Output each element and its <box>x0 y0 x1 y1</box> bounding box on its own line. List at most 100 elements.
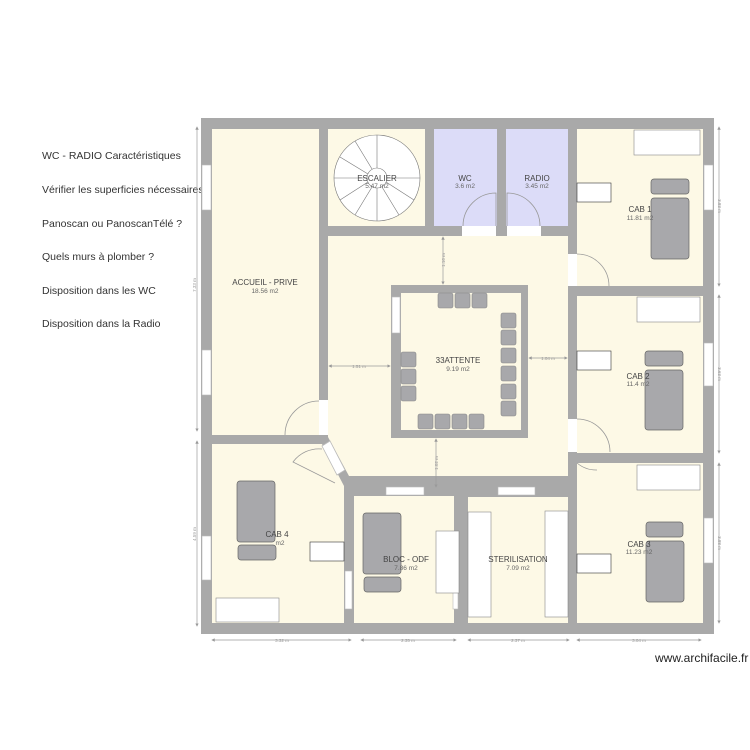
room-label: STERILISATION <box>488 555 548 564</box>
exam-table <box>236 480 276 543</box>
exam-tables <box>236 178 690 603</box>
room-area: m2 <box>275 540 284 547</box>
note-line: Disposition dans la Radio <box>42 318 161 331</box>
window[interactable] <box>201 535 212 581</box>
cab1-door-opening[interactable] <box>568 254 577 286</box>
cabinet <box>215 597 280 623</box>
room-area: 11.4 m2 <box>626 381 649 388</box>
room-area: 5.47 m2 <box>365 183 389 190</box>
desk <box>309 541 345 562</box>
room-area: 11.81 m2 <box>627 215 654 222</box>
watermark: www.archifacile.fr <box>655 651 749 665</box>
cabinet <box>636 296 701 323</box>
chair <box>500 312 517 329</box>
room-area: 3.45 m2 <box>525 183 549 190</box>
doors[interactable] <box>284 192 611 484</box>
chair <box>500 347 517 364</box>
room-radio-floor <box>506 129 568 226</box>
project-notes: WC - RADIO Caractéristiques Vérifier les… <box>42 129 204 342</box>
room-label: WC <box>458 174 472 183</box>
chair <box>451 413 468 430</box>
dimension-label: 3.32 m <box>275 638 289 643</box>
room-area: 9.19 m2 <box>446 366 470 373</box>
dimension-label: 3.88 m <box>717 536 722 550</box>
cab4-door-swing[interactable] <box>292 448 336 484</box>
room-label: ACCUEIL - PRIVE <box>232 278 298 287</box>
chair <box>454 292 471 309</box>
dimension-label: 2.35 m <box>401 638 415 643</box>
window[interactable] <box>703 342 714 387</box>
cabinet <box>435 530 460 594</box>
room-label: CAB 3 <box>627 540 651 549</box>
cab3-door-swing[interactable] <box>576 462 598 471</box>
dimension-label: 4.59 m <box>192 527 197 541</box>
room-area: 18.56 m2 <box>251 288 278 295</box>
room-area: 11.23 m2 <box>626 549 653 556</box>
exam-table-headrest <box>644 350 684 367</box>
chair <box>400 368 417 385</box>
window[interactable] <box>703 517 714 564</box>
room-area: 7.09 m2 <box>506 565 530 572</box>
cab2-door-opening[interactable] <box>568 419 577 452</box>
wc-door-opening[interactable] <box>462 226 496 236</box>
dimension-lines <box>195 126 721 642</box>
radio-door-opening[interactable] <box>507 226 541 236</box>
note-line: WC - RADIO Caractéristiques <box>42 150 181 163</box>
cab4-door-opening[interactable] <box>321 440 346 476</box>
window[interactable] <box>391 296 401 334</box>
chair <box>500 329 517 346</box>
cab2-door-swing[interactable] <box>576 418 611 453</box>
chair <box>400 351 417 368</box>
waiting-chairs <box>400 292 517 430</box>
exam-table-headrest <box>650 178 690 195</box>
radio-door-swing[interactable] <box>506 192 541 227</box>
room-label: RADIO <box>524 174 549 183</box>
room-label: CAB 4 <box>265 530 289 539</box>
dimension-label: 1.51 m <box>352 364 366 369</box>
room-label: ESCALIER <box>357 174 397 183</box>
exam-table <box>362 512 402 575</box>
wc-door-swing[interactable] <box>462 192 497 227</box>
window[interactable] <box>703 164 714 211</box>
dimension-label: 3.83 m <box>717 199 722 213</box>
desks <box>309 182 612 574</box>
chair <box>468 413 485 430</box>
cabinet <box>544 510 569 618</box>
chair <box>500 383 517 400</box>
window[interactable] <box>201 349 212 396</box>
note-line: Panoscan ou PanoscanTélé ? <box>42 217 183 230</box>
dimension-label: 3.63 m <box>717 367 722 381</box>
chair <box>417 413 434 430</box>
room-label: 33ATTENTE <box>436 356 481 365</box>
cab1-door-swing[interactable] <box>576 253 610 287</box>
exam-table <box>644 369 684 431</box>
window[interactable] <box>344 570 353 610</box>
window[interactable] <box>497 486 536 496</box>
chair <box>500 400 517 417</box>
exam-table-headrest <box>237 544 277 561</box>
accueil-door-swing[interactable] <box>284 400 320 436</box>
window[interactable] <box>385 486 425 496</box>
accueil-door-opening[interactable] <box>319 400 328 435</box>
dimension-label: 2.37 m <box>511 638 525 643</box>
dimension-label: 7.33 m <box>192 278 197 292</box>
room-label: CAB 2 <box>626 372 650 381</box>
cabinet <box>636 464 701 491</box>
exam-table-headrest <box>645 521 684 538</box>
room-label: CAB 1 <box>628 205 652 214</box>
desk <box>576 182 612 203</box>
exam-table <box>650 197 690 260</box>
chair <box>400 385 417 402</box>
desk <box>576 553 612 574</box>
dimension-labels: 7.33 m 4.59 m 3.83 m 3.63 m 3.88 m 3.32 … <box>192 199 722 643</box>
room-accueil-floor <box>212 129 319 435</box>
room-labels: ACCUEIL - PRIVE 18.56 m2 ESCALIER 5.47 m… <box>232 174 653 572</box>
cabinet <box>467 511 492 618</box>
room-area: 7.86 m2 <box>394 565 418 572</box>
chair <box>434 413 451 430</box>
dimension-label: 3.04 m <box>632 638 646 643</box>
window[interactable] <box>201 164 212 211</box>
cabinet <box>633 129 701 156</box>
dimension-label: 1.16 m <box>441 253 446 267</box>
